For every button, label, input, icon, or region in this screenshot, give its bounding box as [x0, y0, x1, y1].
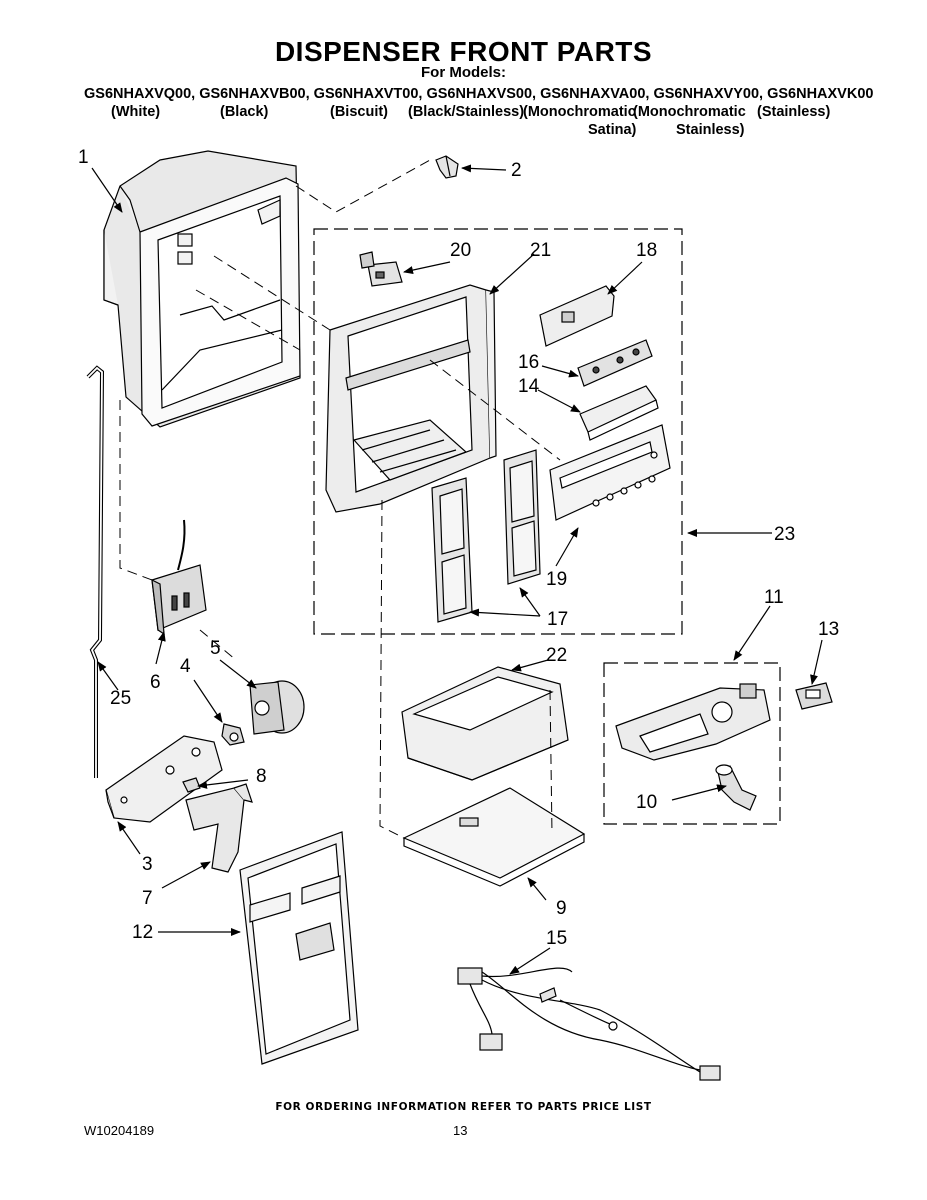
- part-screw: [435, 155, 459, 179]
- callout-16: 16: [518, 352, 539, 373]
- callout-20: 20: [450, 240, 471, 261]
- part-lever: [221, 723, 245, 746]
- callout-9: 9: [556, 898, 567, 919]
- finish-mono-stainless: (Monochromatic: [633, 104, 746, 120]
- page-number: 13: [453, 1123, 468, 1138]
- callout-5: 5: [210, 638, 221, 659]
- callout-7: 7: [142, 888, 153, 909]
- part-bracket: [105, 735, 223, 823]
- callout-4: 4: [180, 656, 191, 677]
- callout-13: 13: [818, 619, 839, 640]
- part-motor: [249, 680, 305, 735]
- callout-8: 8: [256, 766, 267, 787]
- part-dispenser-paddles: [431, 449, 541, 623]
- assembly-box-23: [313, 228, 683, 635]
- part-control-board-cover: [539, 285, 615, 347]
- finish-mono-satina-line2: Satina): [588, 122, 637, 138]
- callout-23: 23: [774, 524, 795, 545]
- callout-1: 1: [78, 147, 89, 168]
- callout-25: 25: [110, 688, 131, 709]
- part-drip-tray: [401, 666, 569, 781]
- callout-18: 18: [636, 240, 657, 261]
- callout-15: 15: [546, 928, 567, 949]
- part-wire-harness: [457, 967, 721, 1081]
- callout-11: 11: [764, 587, 784, 608]
- part-circuit-board: [577, 339, 653, 387]
- finish-stainless: (Stainless): [757, 104, 831, 120]
- callout-19: 19: [546, 569, 567, 590]
- document-number: W10204189: [84, 1123, 155, 1138]
- finish-mono-satina: (Monochromatic: [523, 104, 636, 120]
- alignment-lines: [119, 159, 561, 839]
- ordering-note: FOR ORDERING INFORMATION REFER TO PARTS …: [275, 1101, 652, 1113]
- part-tray-base: [402, 787, 586, 887]
- models-subtitle: For Models:: [421, 64, 506, 81]
- callout-12: 12: [132, 922, 153, 943]
- page-title: DISPENSER FRONT PARTS: [274, 36, 653, 67]
- part-dispenser-housing: [103, 150, 301, 428]
- model-number-list: GS6NHAXVQ00, GS6NHAXVB00, GS6NHAXVT00, G…: [84, 86, 874, 102]
- finish-black: (Black): [220, 104, 269, 120]
- part-cover-plate: [239, 831, 359, 1065]
- part-control-panel: [549, 424, 671, 521]
- finish-biscuit: (Biscuit): [330, 104, 388, 120]
- part-connector: [795, 682, 833, 710]
- part-board-bracket: [579, 385, 659, 441]
- part-dispenser-frame: [325, 284, 497, 513]
- callout-14: 14: [518, 376, 540, 397]
- callout-21: 21: [530, 240, 551, 261]
- callout-labels: 1 2 20 21 18 16 14 23 19 17 11 13 22 5 4…: [78, 147, 839, 949]
- callout-22: 22: [546, 645, 567, 666]
- part-link-spring: [185, 783, 253, 873]
- callout-3: 3: [142, 854, 153, 875]
- finish-mono-stainless-line2: Stainless): [676, 122, 745, 138]
- finish-black-stainless: (Black/Stainless): [408, 104, 525, 120]
- assembly-box-11: [603, 662, 781, 825]
- part-switch-actuator: [151, 519, 207, 636]
- callout-6: 6: [150, 672, 161, 693]
- leader-arrows: [91, 164, 823, 975]
- part-ice-door-assembly: [615, 683, 771, 761]
- callout-10: 10: [636, 792, 657, 813]
- finish-white: (White): [111, 104, 161, 120]
- part-sensor: [359, 251, 403, 287]
- callout-17: 17: [547, 609, 568, 630]
- callout-2: 2: [511, 160, 522, 181]
